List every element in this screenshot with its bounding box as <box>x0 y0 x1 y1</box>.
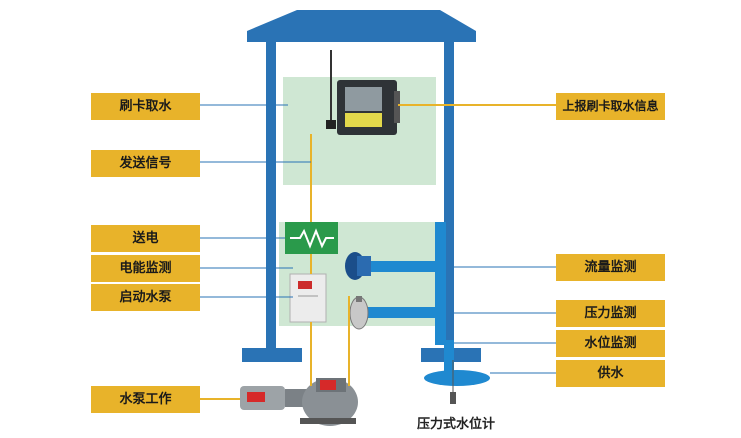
roof <box>247 10 476 42</box>
label-pumpwork: 水泵工作 <box>91 386 200 413</box>
signal-lines <box>200 104 556 400</box>
sensor-caption: 压力式水位计 <box>417 417 496 432</box>
label-supply: 供水 <box>556 360 665 387</box>
label-flow: 流量监测 <box>556 254 665 281</box>
pump-icon <box>240 378 358 426</box>
label-pressure: 压力监测 <box>556 300 665 327</box>
label-energy: 电能监测 <box>91 255 200 282</box>
leader-lines-right <box>446 266 556 374</box>
right-pillar <box>444 42 454 352</box>
label-swipe: 刷卡取水 <box>91 93 200 120</box>
left-pillar <box>266 42 276 352</box>
flow-meter-icon <box>345 252 371 280</box>
label-level: 水位监测 <box>556 330 665 357</box>
leader-lines-left <box>200 104 311 298</box>
pipe-network <box>367 222 454 376</box>
level-sensor-icon <box>424 360 490 404</box>
power-supply-icon <box>285 222 338 254</box>
antenna-icon <box>326 50 336 129</box>
label-signal: 发送信号 <box>91 150 200 177</box>
label-startpump: 启动水泵 <box>91 284 200 311</box>
label-report: 上报刷卡取水信息 <box>556 93 665 120</box>
left-base <box>242 348 302 362</box>
electric-meter-icon <box>289 273 327 323</box>
pressure-gauge-icon <box>349 296 369 330</box>
label-power: 送电 <box>91 225 200 252</box>
controller-icon <box>337 80 400 135</box>
